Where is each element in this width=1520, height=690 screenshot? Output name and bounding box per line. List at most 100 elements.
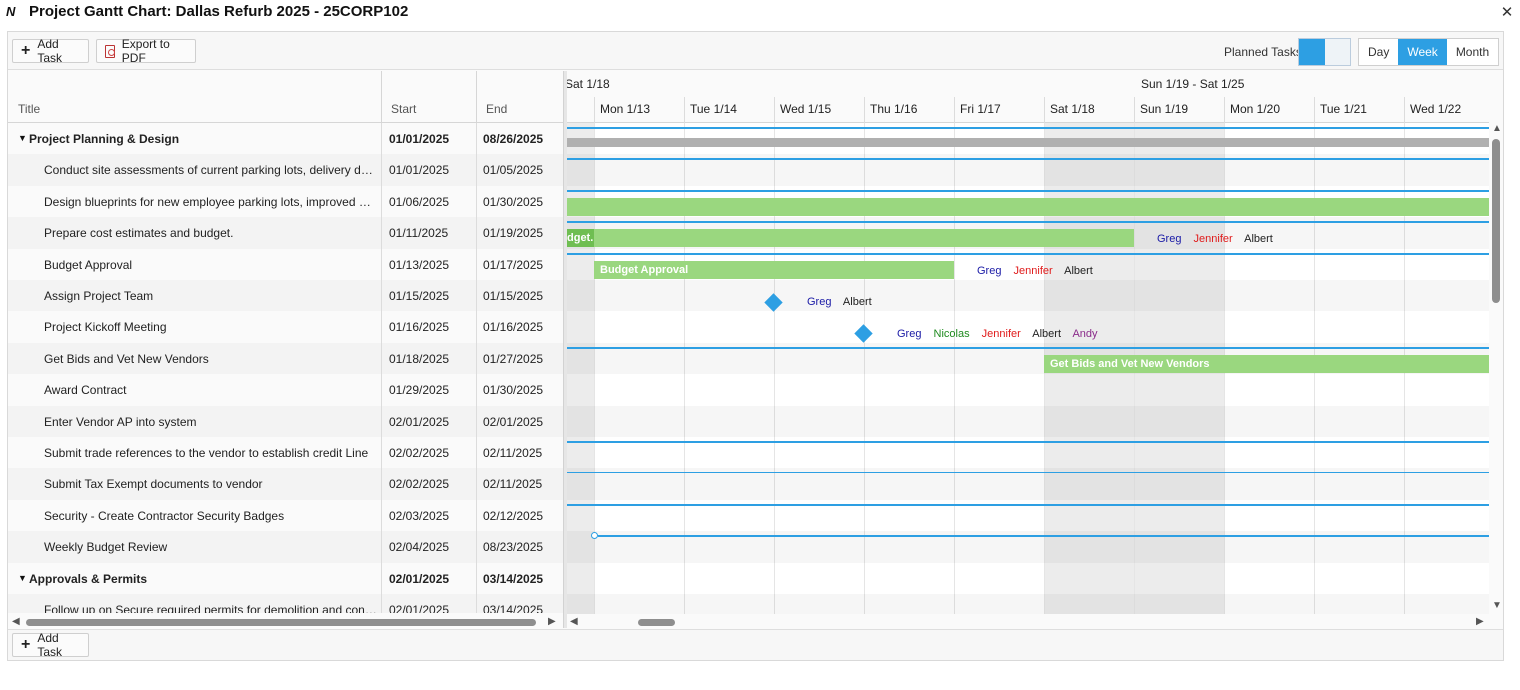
scroll-left-icon[interactable]: ◀ xyxy=(12,616,20,627)
week-label: Sat 1/18 xyxy=(567,77,610,91)
column-header-title[interactable]: Title xyxy=(18,102,41,116)
scroll-up-icon[interactable]: ▲ xyxy=(1492,123,1502,134)
scroll-left-icon[interactable]: ◀ xyxy=(570,616,578,627)
view-month-button[interactable]: Month xyxy=(1455,45,1490,59)
task-title: Award Contract xyxy=(44,383,127,398)
task-title: Assign Project Team xyxy=(44,289,154,303)
scroll-right-icon[interactable]: ▶ xyxy=(1476,616,1484,627)
scrollbar-thumb[interactable] xyxy=(1492,139,1500,303)
task-end: 02/11/2025 xyxy=(483,446,543,460)
task-title: Follow up on Secure required permits for… xyxy=(44,603,377,613)
export-pdf-button[interactable]: Export to PDF xyxy=(96,37,196,65)
toolbar: + Add Task Export to PDF Planned Tasks D… xyxy=(8,32,1503,70)
scroll-right-icon[interactable]: ▶ xyxy=(548,616,556,627)
table-row[interactable]: Submit Tax Exempt documents to vendor 02… xyxy=(8,468,563,500)
table-row[interactable]: Award Contract 01/29/2025 01/30/2025 xyxy=(8,374,563,406)
chart-horizontal-scrollbar[interactable]: ◀ ▶ xyxy=(570,616,1488,630)
planned-start-icon xyxy=(591,532,598,539)
table-row[interactable]: Budget Approval 01/13/2025 01/17/2025 xyxy=(8,248,563,280)
task-bar[interactable] xyxy=(567,198,1489,216)
resource-labels: Greg Nicolas Jennifer Albert Andy xyxy=(897,328,1107,340)
toggle-knob xyxy=(1299,39,1325,65)
task-start: 02/01/2025 xyxy=(389,414,450,429)
column-divider[interactable] xyxy=(381,71,382,123)
task-end: 08/23/2025 xyxy=(483,540,544,555)
plus-icon: + xyxy=(21,42,31,59)
scrollbar-thumb[interactable] xyxy=(26,619,536,626)
task-bar[interactable]: dget. xyxy=(567,229,1134,247)
day-label: Mon 1/20 xyxy=(1230,102,1281,116)
task-title: Submit trade references to the vendor to… xyxy=(44,446,369,460)
table-row[interactable]: Security - Create Contractor Security Ba… xyxy=(8,499,563,532)
title-bar: N Project Gantt Chart: Dallas Refurb 202… xyxy=(0,0,1520,24)
collapse-caret-icon[interactable]: ▼ xyxy=(18,133,27,143)
task-end: 03/14/2025 xyxy=(483,571,544,586)
planned-line xyxy=(567,158,1489,160)
planned-line xyxy=(567,441,1489,443)
task-title: Project Kickoff Meeting xyxy=(44,320,167,335)
planned-tasks-toggle[interactable] xyxy=(1298,38,1351,66)
add-task-label: Add Task xyxy=(37,631,63,659)
task-end: 01/05/2025 xyxy=(483,163,544,178)
column-divider[interactable] xyxy=(476,71,477,123)
task-bar-label: dget. xyxy=(567,232,594,244)
summary-bar[interactable] xyxy=(567,138,1489,147)
task-bar[interactable]: Get Bids and Vet New Vendors xyxy=(1044,355,1489,373)
column-header-start[interactable]: Start xyxy=(391,102,417,116)
footer-add-task-button[interactable]: + Add Task xyxy=(12,631,89,659)
export-pdf-label: Export to PDF xyxy=(121,37,170,65)
table-row[interactable]: Get Bids and Vet New Vendors 01/18/2025 … xyxy=(8,342,563,375)
table-row[interactable]: ▼ Project Planning & Design 01/01/2025 0… xyxy=(8,123,563,155)
add-task-button[interactable]: + Add Task xyxy=(12,37,89,65)
task-title: Enter Vendor AP into system xyxy=(44,414,197,429)
table-row[interactable]: Prepare cost estimates and budget. 01/11… xyxy=(8,217,563,249)
task-bar-label: Budget Approval xyxy=(600,264,689,276)
table-row[interactable]: Weekly Budget Review 02/04/2025 08/23/20… xyxy=(8,531,563,563)
resource-name: Greg xyxy=(897,328,922,340)
task-start: 02/02/2025 xyxy=(389,446,450,460)
window-title: Project Gantt Chart: Dallas Refurb 2025 … xyxy=(29,3,409,20)
table-row[interactable]: Assign Project Team 01/15/2025 01/15/202… xyxy=(8,280,563,312)
timeline-header: Sat 1/18 Sun 1/19 - Sat 1/25 Mon 1/13 Tu… xyxy=(567,71,1489,123)
day-label: Tue 1/14 xyxy=(690,102,737,116)
scrollbar-thumb[interactable] xyxy=(638,619,675,626)
table-row[interactable]: Project Kickoff Meeting 01/16/2025 01/16… xyxy=(8,311,563,343)
pane-splitter[interactable] xyxy=(563,71,567,628)
milestone-diamond[interactable] xyxy=(854,324,873,343)
task-grid-rows: ▼ Project Planning & Design 01/01/2025 0… xyxy=(8,123,563,613)
day-label: Fri 1/17 xyxy=(960,102,1001,116)
scroll-down-icon[interactable]: ▼ xyxy=(1492,600,1502,611)
table-row[interactable]: Submit trade references to the vendor to… xyxy=(8,437,563,469)
resource-name: Jennifer xyxy=(1193,233,1233,245)
table-row[interactable]: ▼ Approvals & Permits 02/01/2025 03/14/2… xyxy=(8,562,563,594)
planned-line xyxy=(567,127,1489,129)
grid-horizontal-scrollbar[interactable]: ◀ ▶ xyxy=(12,616,560,630)
table-row[interactable]: Design blueprints for new employee parki… xyxy=(8,185,563,218)
task-end: 02/12/2025 xyxy=(483,508,544,523)
table-row[interactable]: Enter Vendor AP into system 02/01/2025 0… xyxy=(8,405,563,437)
task-title: Conduct site assessments of current park… xyxy=(44,163,377,178)
task-start: 01/01/2025 xyxy=(389,132,450,146)
task-title: Project Planning & Design xyxy=(29,132,180,146)
view-day-button[interactable]: Day xyxy=(1368,45,1390,59)
task-start: 01/29/2025 xyxy=(389,383,450,398)
table-row[interactable]: Conduct site assessments of current park… xyxy=(8,154,563,186)
resource-name: Albert xyxy=(1032,328,1062,340)
resource-name: Albert xyxy=(1244,233,1273,245)
column-header-end[interactable]: End xyxy=(486,102,508,116)
task-end: 08/26/2025 xyxy=(483,132,544,146)
task-bar[interactable]: Budget Approval xyxy=(594,261,954,279)
close-icon[interactable]: ✕ xyxy=(1500,4,1514,21)
chart-vertical-scrollbar[interactable]: ▲ ▼ xyxy=(1489,123,1503,613)
plus-icon: + xyxy=(21,636,31,653)
collapse-caret-icon[interactable]: ▼ xyxy=(18,572,27,583)
task-start: 01/01/2025 xyxy=(389,163,450,178)
gantt-timeline: Sat 1/18 Sun 1/19 - Sat 1/25 Mon 1/13 Tu… xyxy=(567,71,1489,614)
table-row[interactable]: Follow up on Secure required permits for… xyxy=(8,594,563,613)
task-end: 01/19/2025 xyxy=(483,226,544,241)
resource-labels: Greg Albert xyxy=(807,296,881,308)
task-start: 02/03/2025 xyxy=(389,508,450,523)
week-label: Sun 1/19 - Sat 1/25 xyxy=(1141,77,1245,91)
view-week-button[interactable]: Week xyxy=(1398,39,1447,65)
day-label: Tue 1/21 xyxy=(1320,102,1367,116)
